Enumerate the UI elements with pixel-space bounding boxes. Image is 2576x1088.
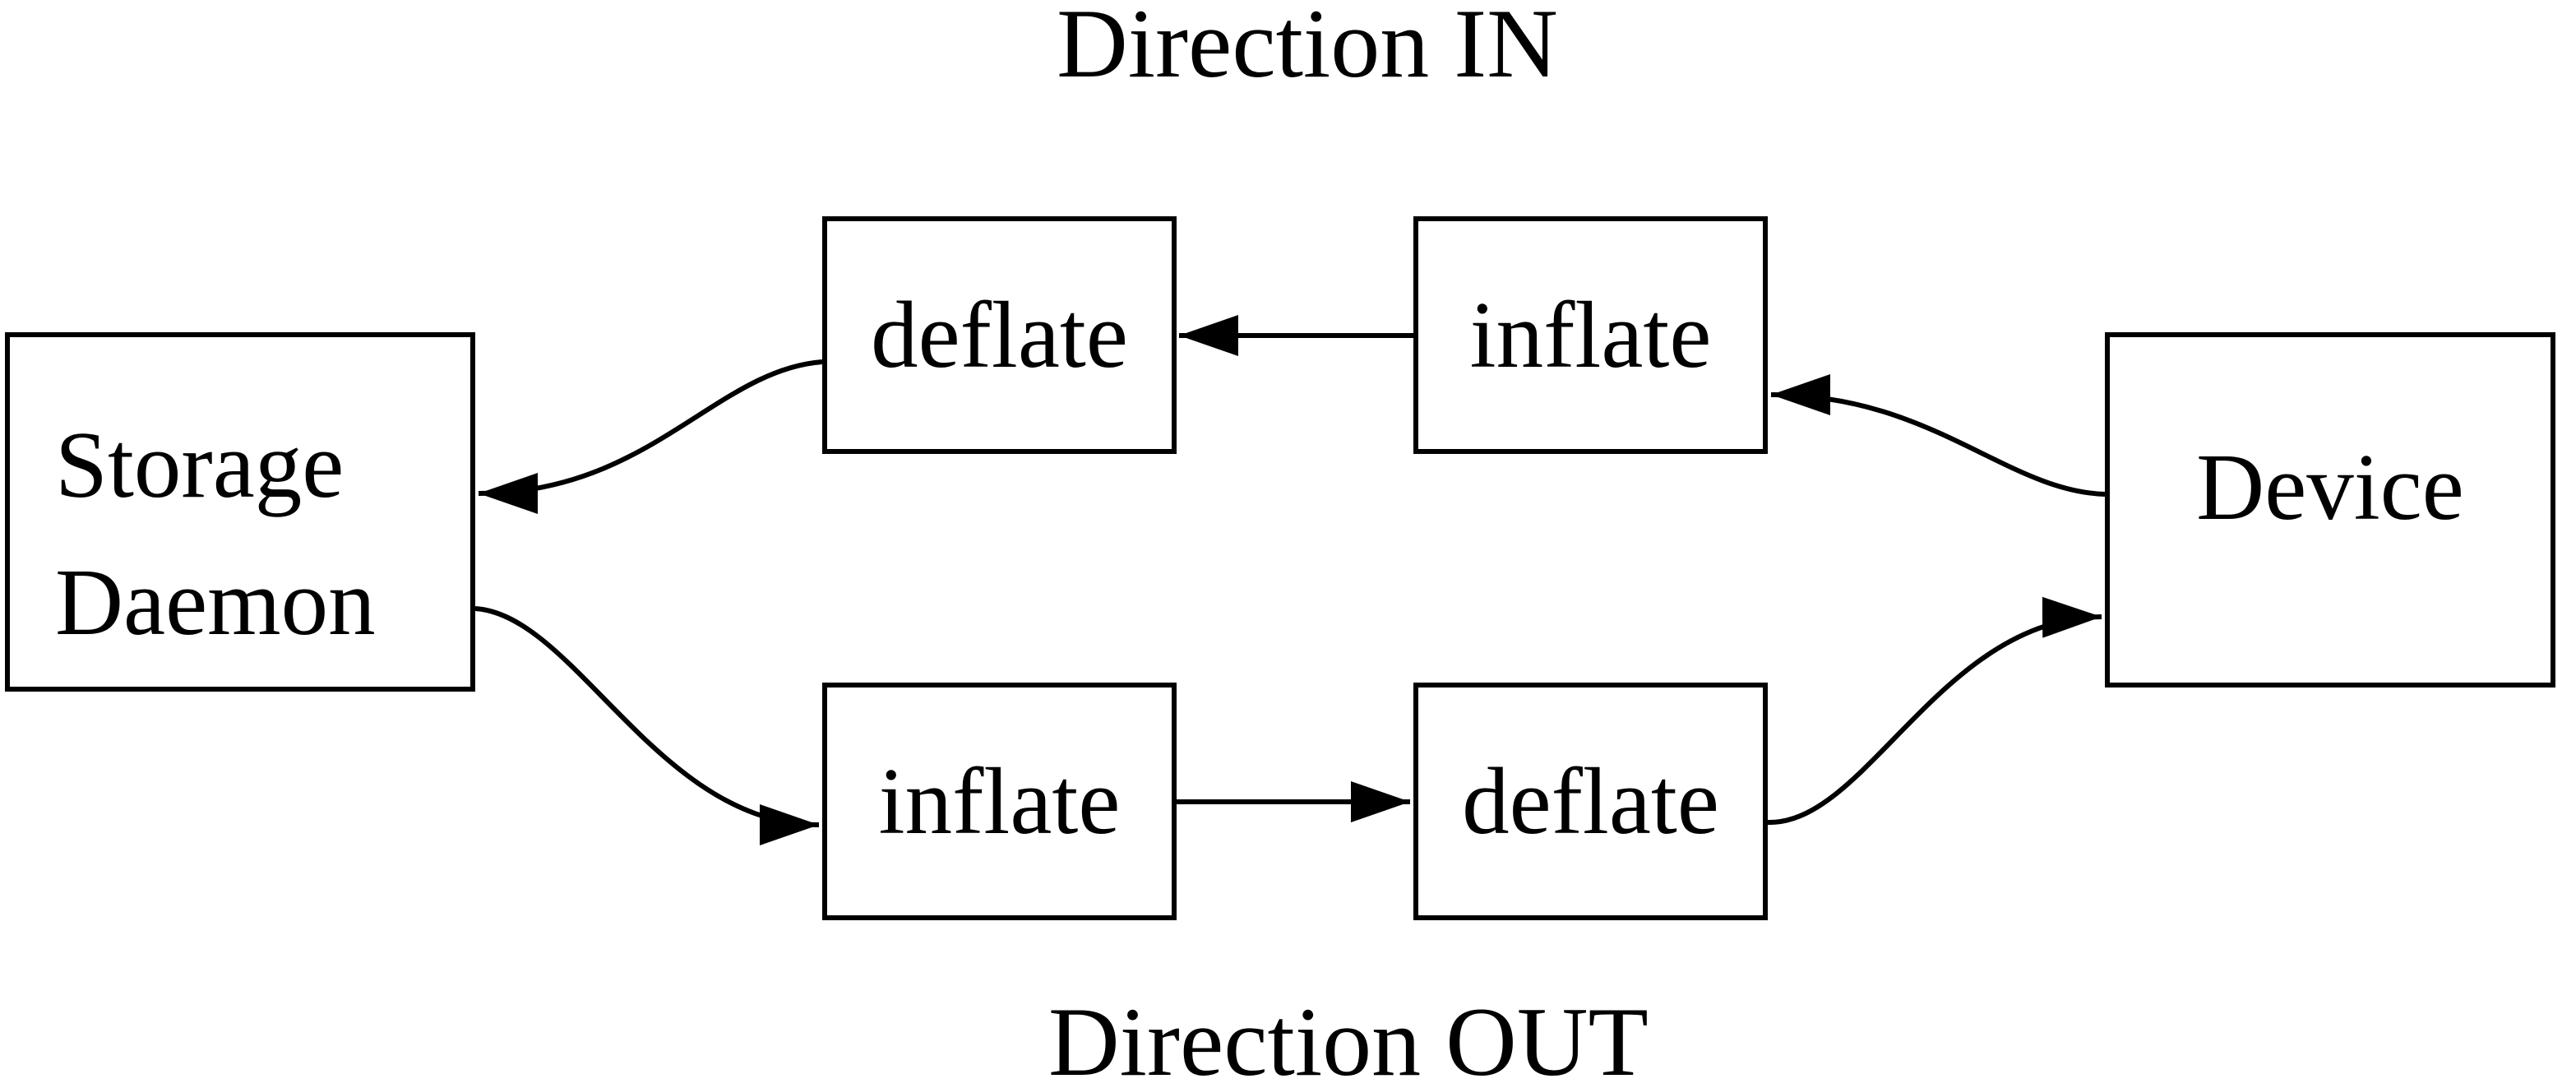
storage-daemon-label-line1: Storage	[55, 413, 345, 518]
inflate-out-node: inflate	[822, 683, 1177, 920]
arrow-deflate-out-to-device	[1767, 596, 2102, 826]
deflate-in-node: deflate	[822, 216, 1177, 454]
direction-out-title: Direction OUT	[1048, 987, 1649, 1088]
direction-in-title: Direction IN	[1057, 0, 1558, 98]
arrow-storage-daemon-to-inflate-out	[474, 606, 820, 845]
storage-daemon-node: Storage Daemon	[5, 332, 475, 692]
deflate-in-label: deflate	[871, 282, 1128, 387]
device-node: Device	[2105, 332, 2555, 688]
device-label: Device	[2196, 435, 2464, 539]
inflate-in-label: inflate	[1469, 282, 1712, 387]
deflate-out-label: deflate	[1462, 748, 1719, 854]
inflate-out-label: inflate	[878, 748, 1121, 854]
storage-daemon-label-line2: Daemon	[55, 550, 376, 655]
arrow-device-to-inflate-in	[1770, 374, 2106, 497]
inflate-in-node: inflate	[1413, 216, 1768, 454]
deflate-out-node: deflate	[1413, 683, 1768, 920]
arrow-deflate-in-to-storage-daemon	[478, 359, 823, 514]
